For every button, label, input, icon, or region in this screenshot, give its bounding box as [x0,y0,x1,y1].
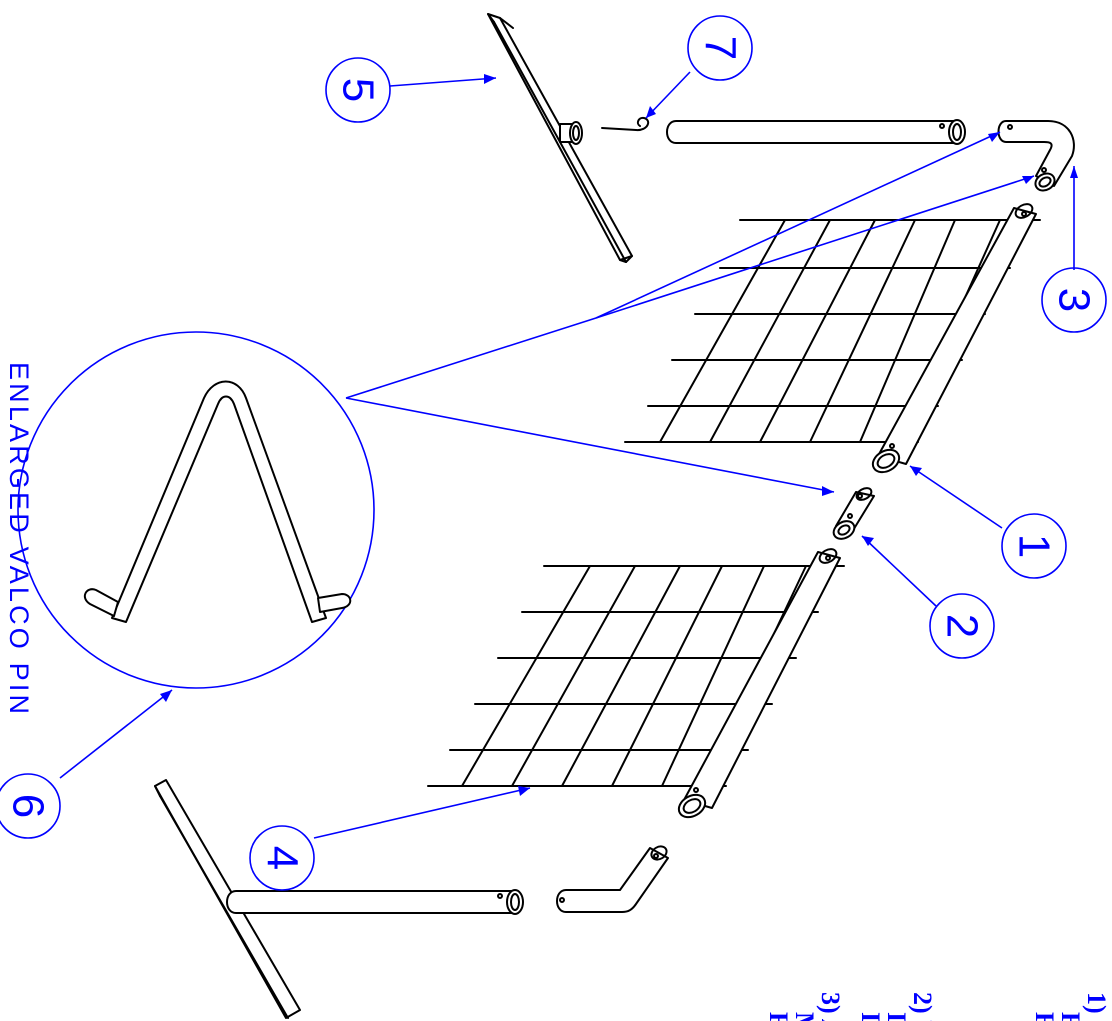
note-2: 2) U [908,992,937,1021]
part-7-hook [601,116,650,132]
callout-7: 7 [687,15,753,81]
leader-lines [59,71,1075,839]
part-5-base-board [487,13,633,263]
callout-5: 5 [325,57,391,123]
callout-6-number: 6 [4,794,53,818]
callout-5-number: 5 [334,78,383,102]
callout-6: 6 [0,773,61,839]
callout-2-number: 2 [938,614,987,638]
detail-label: ENLARGED VALCO PIN [4,362,34,714]
part-2-coupler [832,487,875,540]
callout-4: 4 [249,825,315,891]
callout-3: 3 [1041,267,1107,333]
part-4-lower-mesh-panel [427,548,845,819]
callout-3-number: 3 [1050,288,1099,312]
part-3-elbow [997,120,1075,192]
note-2-line-3: I [856,1012,885,1021]
callout-7-number: 7 [696,36,745,60]
notes-block: 1) I H H 2) U I I 3) A M H [764,992,1111,1021]
enlarged-valco-pin-detail [17,331,375,689]
note-1: 1) I [1082,992,1111,1021]
leader-arrowheads [160,74,1078,796]
callout-2: 2 [929,593,995,659]
callout-4-number: 4 [258,846,307,870]
note-3-line-3: H [764,1012,793,1021]
lower-elbow [556,845,669,913]
callout-1-number: 1 [1010,534,1059,558]
lower-post-tube [226,889,524,915]
part-1-upper-mesh-panel [624,203,1041,474]
note-2-line-2: I [882,1012,911,1021]
callout-1: 1 [1001,513,1067,579]
upper-post-tube [666,119,966,145]
note-3: 3) A [816,992,845,1021]
note-1-line-2: H [1056,1012,1085,1021]
note-1-line-3: H [1030,1012,1059,1021]
note-3-line-2: M [790,1012,819,1021]
detail-circle [17,331,375,689]
